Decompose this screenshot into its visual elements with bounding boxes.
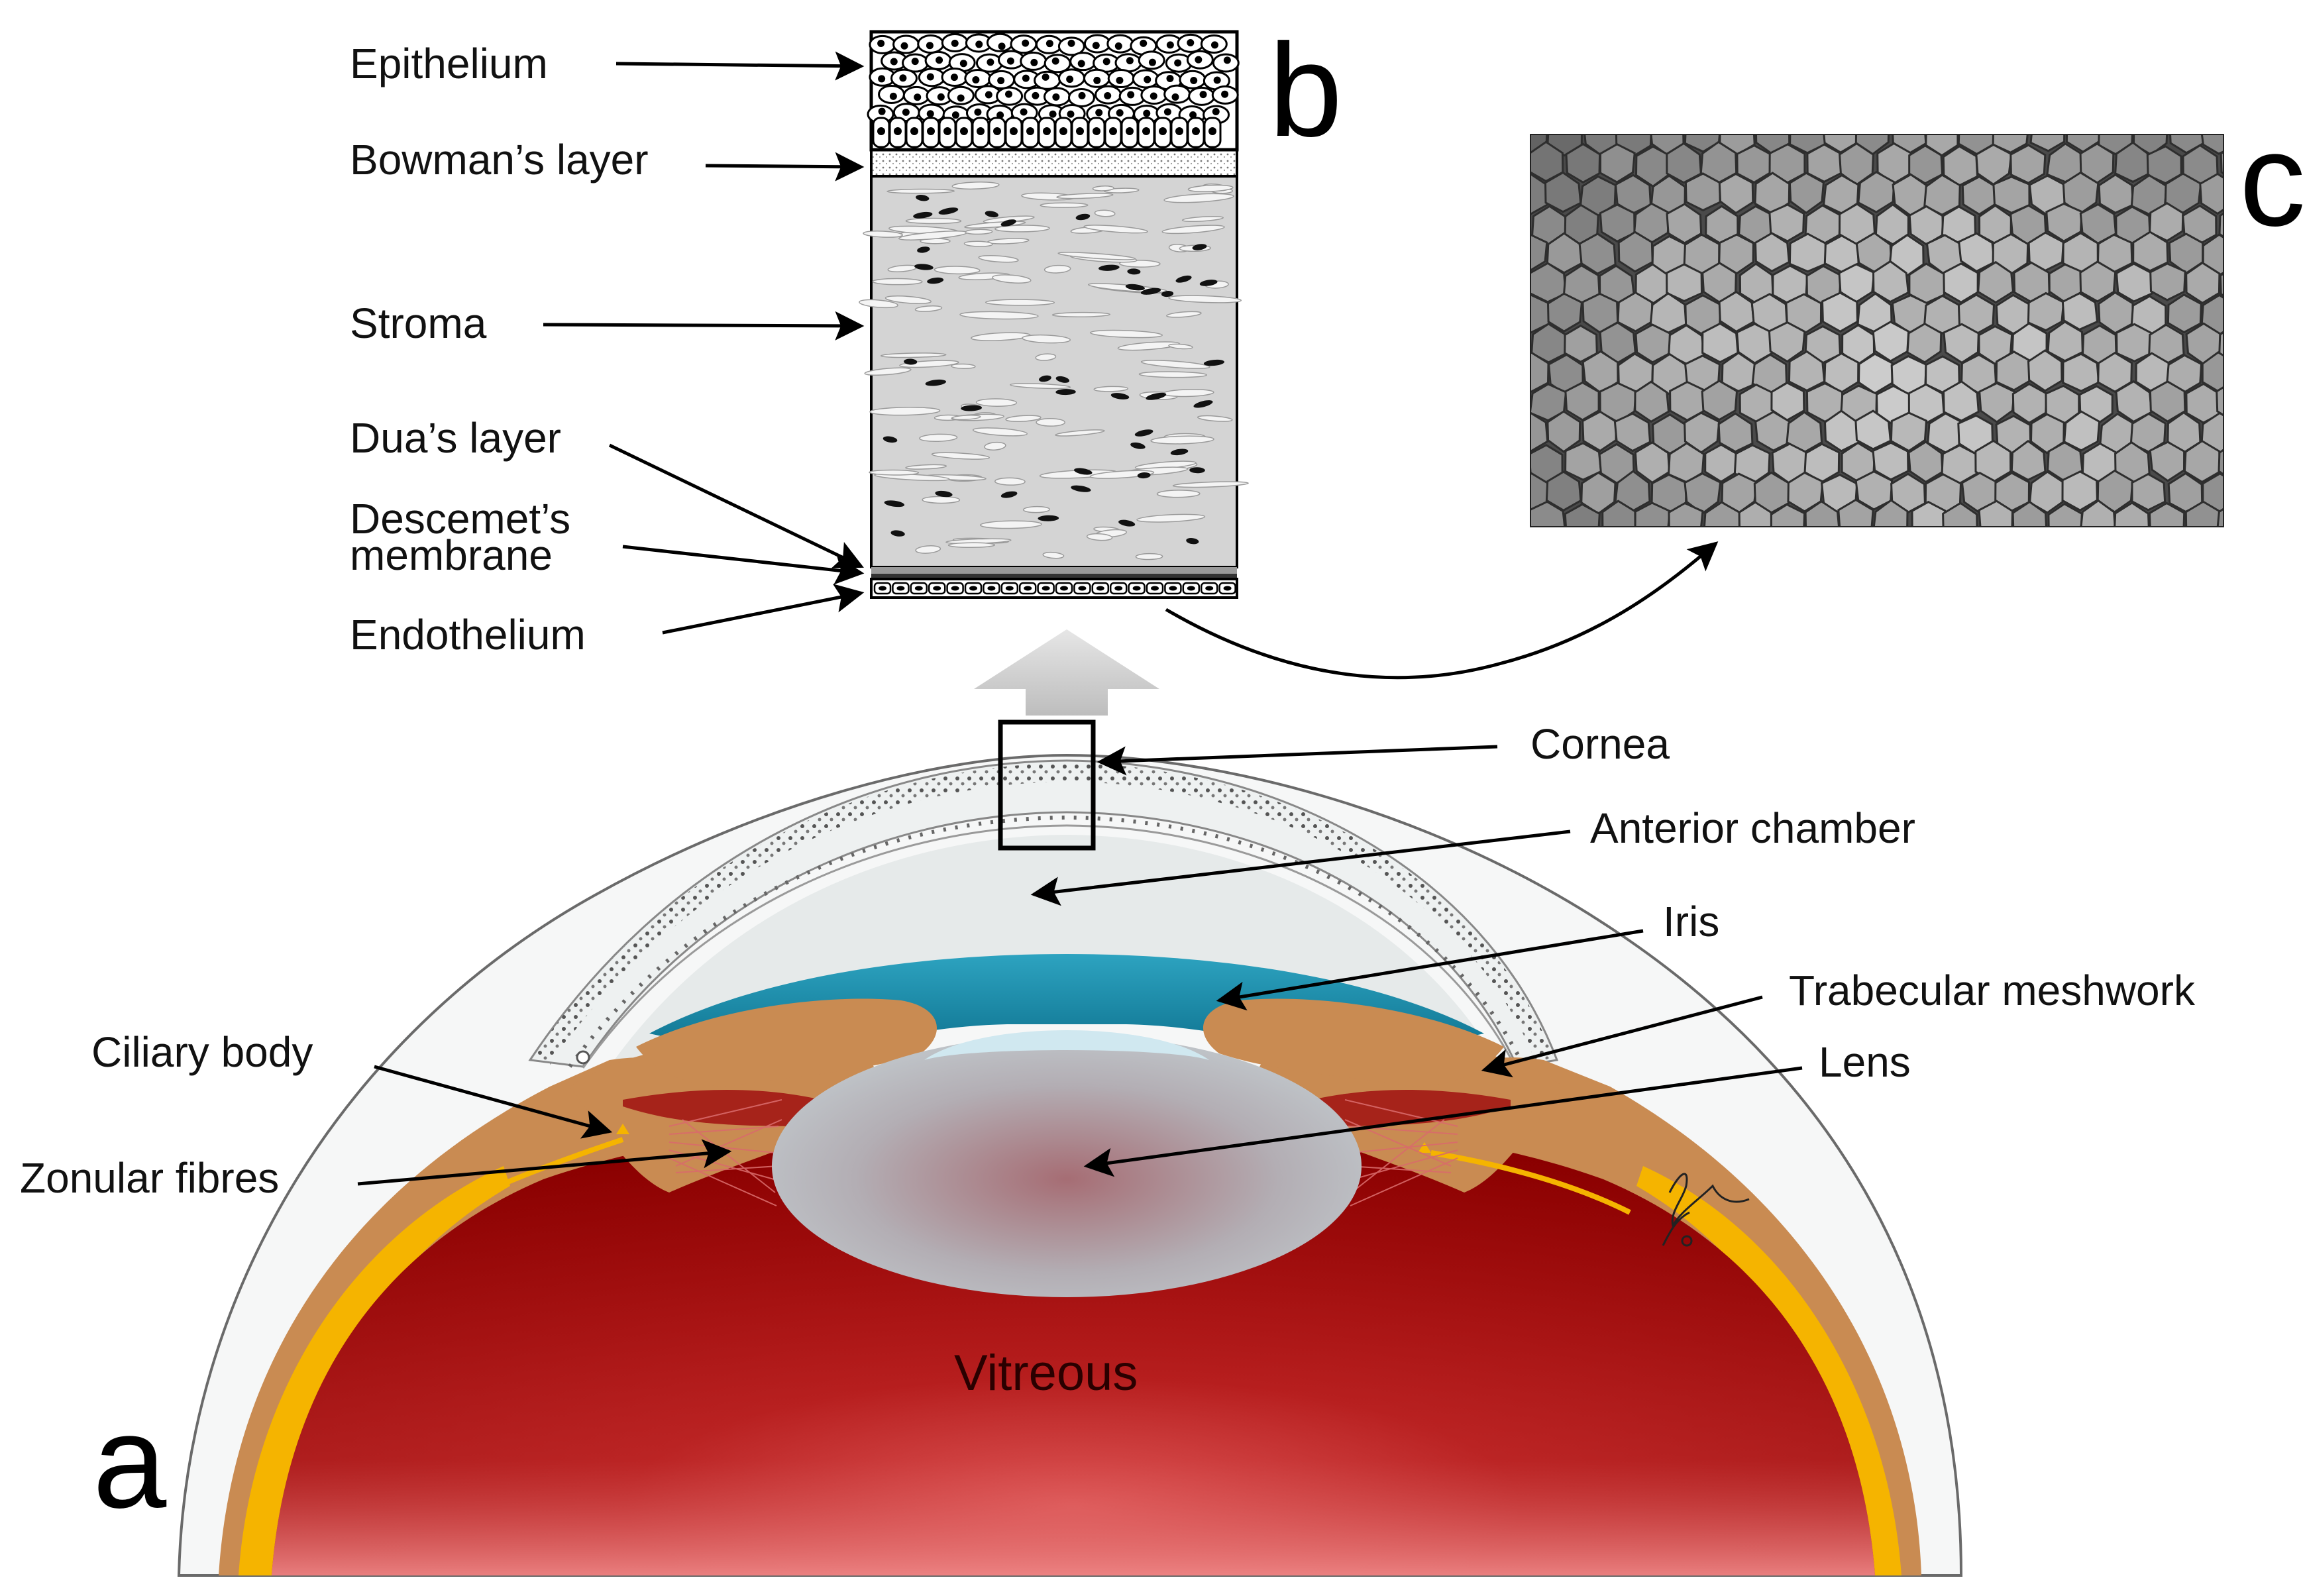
label-endothelium: Endothelium: [350, 611, 586, 659]
label-cornea: Cornea: [1530, 720, 1670, 768]
arrow-iris: [1216, 929, 1644, 1011]
label-dua: Dua’s layer: [350, 414, 561, 462]
iris-pigment-right: [1203, 998, 1504, 1087]
dua-layer: [871, 567, 1237, 574]
choroid-left: [239, 1166, 510, 1575]
cornea-inner-line: [582, 824, 1517, 1069]
endothelium-cells: [873, 582, 1236, 595]
arrow-anterior-chamber: [1030, 829, 1571, 906]
label-lens: Lens: [1819, 1038, 1911, 1086]
epithelium-cells: [867, 32, 1240, 148]
label-zonular-fibres: Zonular fibres: [20, 1154, 279, 1202]
arrow-dua: [608, 443, 864, 568]
label-iris: Iris: [1663, 898, 1719, 945]
choroid-right: [1636, 1166, 1901, 1575]
arrow-zonular: [357, 1139, 732, 1186]
panel-label-a: a: [93, 1388, 167, 1536]
label-bowman: Bowman’s layer: [350, 136, 649, 184]
stroma-fibres: [859, 181, 1249, 560]
eye-cross-section: [177, 753, 1963, 1577]
label-trabecular-meshwork: Trabecular meshwork: [1789, 967, 2196, 1014]
label-ciliary-body: Ciliary body: [91, 1028, 313, 1076]
panel-label-b: b: [1269, 17, 1342, 164]
arrow-bowman: [705, 152, 865, 182]
magnify-up-arrow: [974, 629, 1159, 716]
iris-pigment-left: [636, 998, 937, 1087]
arrow-descemet: [622, 545, 865, 585]
arrow-ciliary: [374, 1065, 613, 1139]
cornea-sample-box: [998, 719, 1096, 851]
label-anterior-chamber: Anterior chamber: [1590, 804, 1915, 852]
descemet-membrane: [871, 574, 1237, 579]
arrow-endothelium: [662, 584, 865, 635]
artist-signature: [1662, 1173, 1750, 1247]
arrow-lens: [1083, 1066, 1803, 1177]
label-epithelium: Epithelium: [350, 40, 548, 87]
lens: [772, 1035, 1362, 1297]
label-vitreous: Vitreous: [954, 1345, 1138, 1401]
arrow-cornea: [1097, 745, 1498, 776]
zonular-fibres-right: [1344, 1099, 1458, 1206]
cornea-dotted-outer: [534, 763, 1554, 1065]
endothelium-micrograph: [1530, 134, 2224, 527]
panel-label-c: c: [2239, 106, 2303, 254]
label-arrows: [357, 51, 1803, 1186]
bowman-layer: [870, 148, 1238, 178]
arrow-trabecular: [1481, 995, 1763, 1078]
cornea-layers-block: [859, 30, 1249, 603]
micrograph-link-arrow: [1165, 541, 1719, 680]
label-stroma: Stroma: [350, 299, 487, 347]
label-descemet-line1: Descemet’s: [350, 495, 570, 543]
arrow-epithelium: [616, 51, 865, 81]
arrow-stroma: [543, 311, 865, 341]
label-descemet-line2: membrane: [350, 531, 553, 579]
